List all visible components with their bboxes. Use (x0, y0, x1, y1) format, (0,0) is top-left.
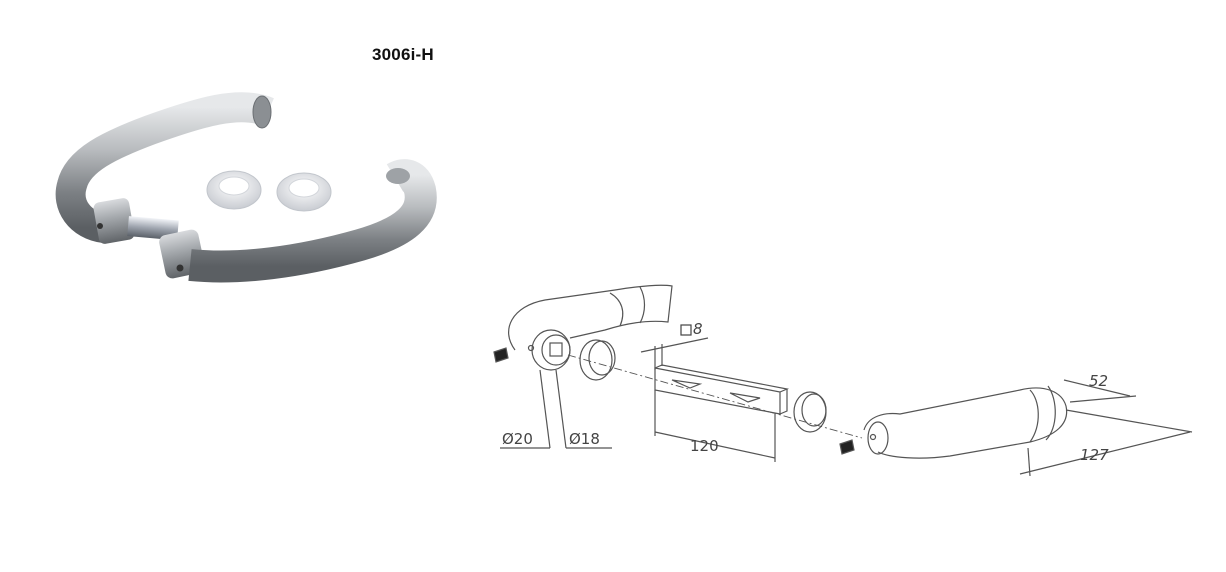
square-symbol-icon (680, 324, 692, 336)
bushing-ring-left (206, 170, 262, 210)
dim-handle-length: 127 (1080, 446, 1109, 464)
dim-square-spindle: 8 (693, 320, 703, 338)
dim-projection: 52 (1089, 372, 1108, 390)
dim-outer-diameter: Ø20 (502, 430, 533, 448)
dim-spindle-length: 120 (690, 437, 719, 455)
handle-photo (55, 92, 437, 283)
dim-inner-diameter: Ø18 (569, 430, 600, 448)
product-code: 3006i-H (372, 45, 434, 64)
exploded-drawing (493, 284, 1193, 477)
bushing-ring-right (276, 172, 332, 212)
